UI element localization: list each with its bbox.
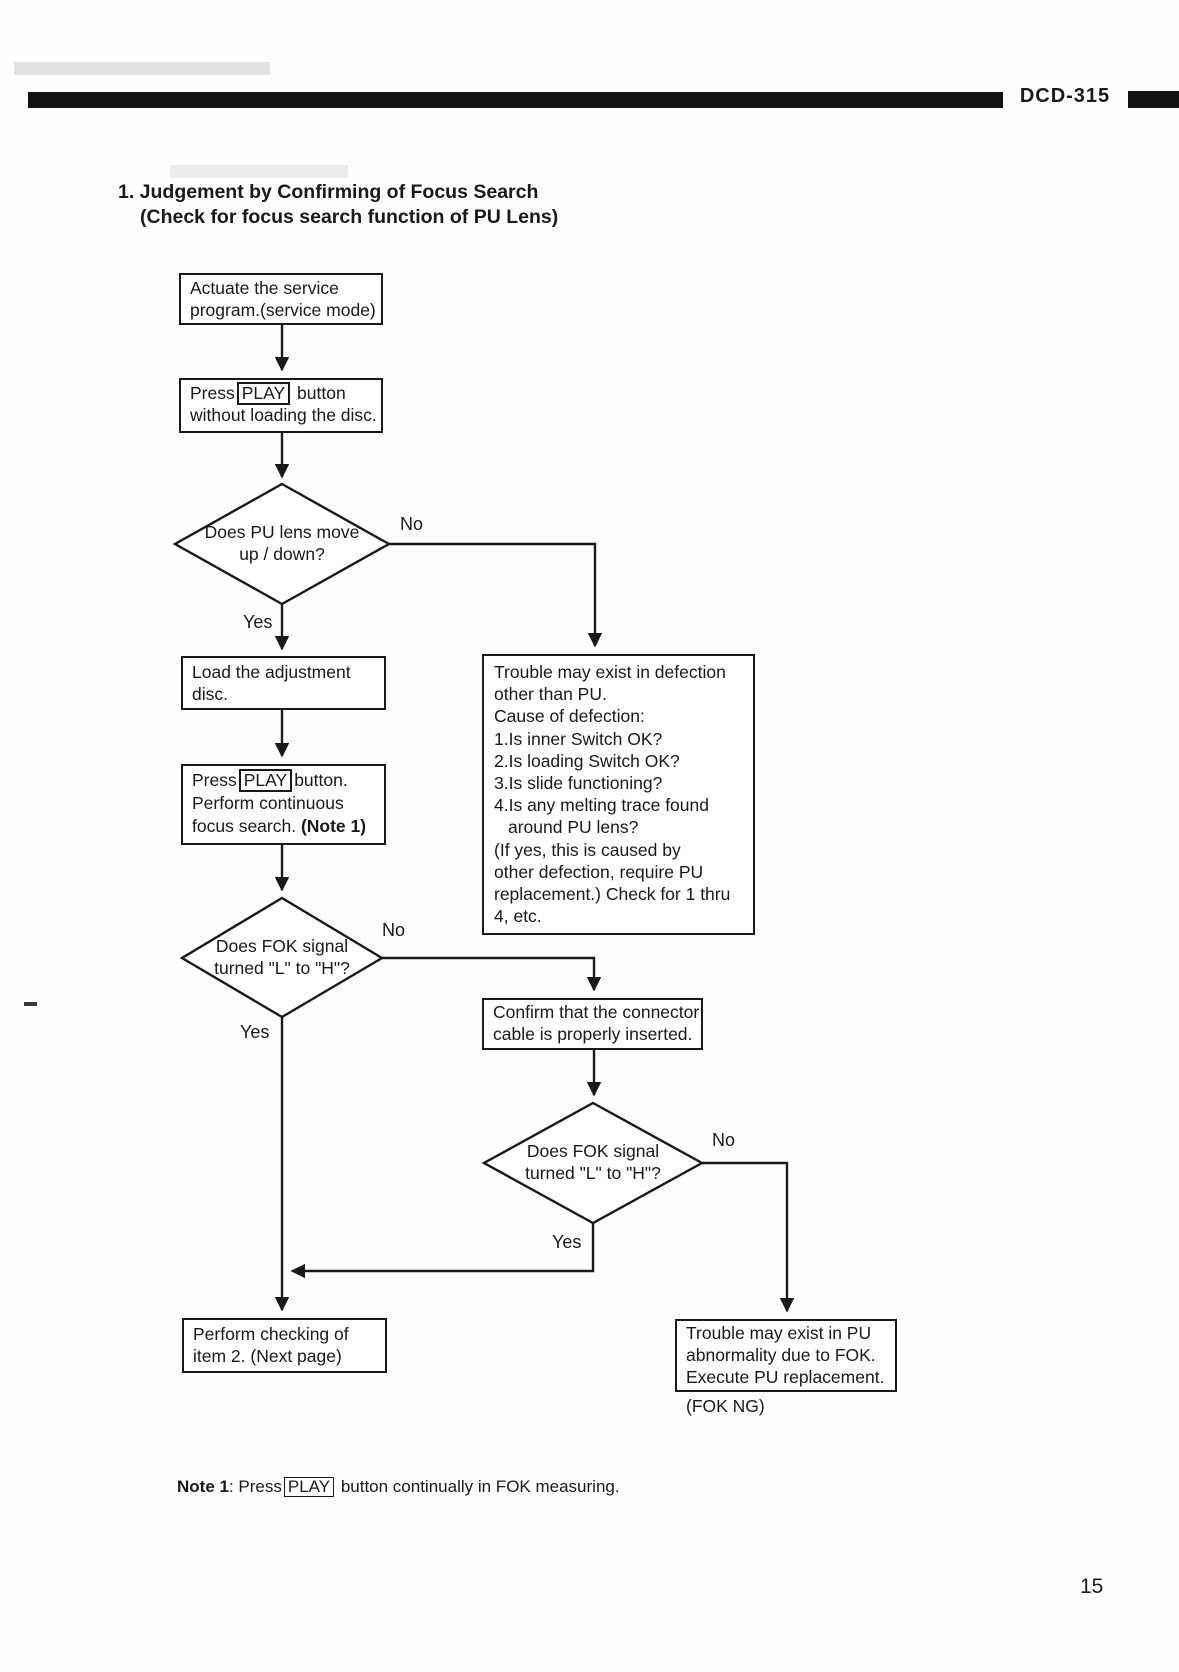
decision-fok-signal-2: Does FOK signal turned "L" to "H"? [483, 1140, 703, 1184]
flow-box-text: item 2. (Next page) [193, 1345, 342, 1366]
flow-box-text: 4.Is any melting trace found [494, 795, 709, 816]
header-rule-right [1128, 91, 1179, 108]
flow-box-text: Perform continuous [192, 793, 344, 813]
flow-box-text: replacement.) Check for 1 thru [494, 884, 731, 905]
text-segment: Press [190, 383, 235, 403]
flow-box-text: 1.Is inner Switch OK? [494, 728, 663, 749]
flow-box-text: Confirm that the connector [493, 1002, 700, 1022]
branch-label-yes: Yes [240, 1022, 270, 1042]
text-segment: button continually in FOK measuring. [336, 1477, 620, 1496]
flow-box-text: around PU lens? [508, 817, 639, 838]
flow-box-trouble-defection: Trouble may exist in defection other tha… [482, 654, 755, 935]
fok-ng-label: (FOK NG) [686, 1396, 765, 1416]
flow-box-text: 3.Is slide functioning? [494, 773, 663, 794]
flow-box-actuate-service: Actuate the service program.(service mod… [179, 273, 383, 325]
play-key-label: PLAY [283, 1477, 335, 1497]
flow-box-text: Execute PU replacement. [686, 1367, 885, 1387]
flow-box-text: Trouble may exist in defection [494, 662, 726, 682]
flow-box-text: other defection, require PU [494, 861, 704, 882]
text-segment: button [292, 383, 346, 403]
decision-text: Does FOK signal [526, 1141, 660, 1161]
decision-text: turned "L" to "H"? [214, 958, 350, 978]
flow-box-confirm-connector: Confirm that the connector cable is prop… [482, 998, 703, 1050]
note-reference: (Note 1) [300, 816, 367, 836]
flow-box-text: disc. [192, 683, 228, 704]
model-number: DCD-315 [1019, 85, 1111, 107]
decision-text: Does PU lens move [204, 522, 360, 542]
decision-fok-signal-1: Does FOK signal turned "L" to "H"? [172, 935, 392, 979]
scan-artifact [14, 62, 270, 75]
branch-label-no: No [400, 514, 424, 534]
flow-box-text: Cause of defection: [494, 706, 645, 727]
flow-box-text: 4, etc. [494, 906, 542, 927]
arrow-no1-to-trouble [389, 542, 603, 648]
branch-label-yes: Yes [243, 612, 273, 632]
section-title-line1: 1. Judgement by Confirming of Focus Sear… [118, 181, 539, 203]
play-key-label: PLAY [238, 769, 293, 792]
scan-artifact-dash [24, 1002, 37, 1006]
flow-box-text: without loading the disc. [190, 405, 377, 425]
footnote-bold: Note 1 [177, 1477, 229, 1496]
section-title-line2: (Check for focus search function of PU L… [140, 206, 559, 228]
text-segment: button. [294, 770, 348, 790]
flow-box-load-disc: Load the adjustment disc. [181, 656, 386, 710]
decision-text: turned "L" to "H"? [525, 1163, 661, 1183]
flow-box-text: (If yes, this is caused by [494, 839, 681, 860]
arrow-yes3-to-mainline [290, 1223, 595, 1279]
flow-box-text: Perform checking of [193, 1324, 349, 1344]
section-title: 1. Judgement by Confirming of Focus Sear… [118, 180, 558, 230]
flow-box-text: focus search. (Note 1) [192, 815, 375, 838]
decision-text: up / down? [239, 544, 325, 564]
play-key-label: PLAY [236, 382, 291, 405]
flow-box-text: Actuate the service [190, 278, 339, 298]
decision-pu-lens-move: Does PU lens move up / down? [172, 521, 392, 565]
flow-box-text: 2.Is loading Switch OK? [494, 750, 680, 771]
text-segment: : Press [228, 1477, 282, 1496]
flow-box-text: Trouble may exist in PU [686, 1323, 872, 1343]
flow-box-text: other than PU. [494, 684, 607, 705]
flow-box-text: Load the adjustment [192, 662, 351, 682]
arrow-no2-to-confirm [382, 956, 602, 992]
text-segment: Press [192, 770, 237, 790]
flow-box-text: cable is properly inserted. [493, 1023, 693, 1044]
flow-box-trouble-pu-fok: Trouble may exist in PU abnormality due … [675, 1319, 897, 1392]
flow-box-text: abnormality due to FOK. [686, 1345, 876, 1365]
page-number: 15 [1080, 1575, 1104, 1598]
branch-label-no: No [382, 920, 406, 940]
branch-label-yes: Yes [552, 1232, 582, 1252]
decision-text: Does FOK signal [215, 936, 349, 956]
text-segment: focus search. [192, 816, 301, 836]
arrow-no3-to-troublepu [702, 1161, 795, 1313]
branch-label-no: No [712, 1130, 736, 1150]
flow-box-perform-checking: Perform checking of item 2. (Next page) [182, 1318, 387, 1373]
scan-artifact [170, 165, 348, 178]
flow-box-text: program.(service mode) [190, 299, 376, 320]
header-rule-left [28, 92, 1003, 108]
